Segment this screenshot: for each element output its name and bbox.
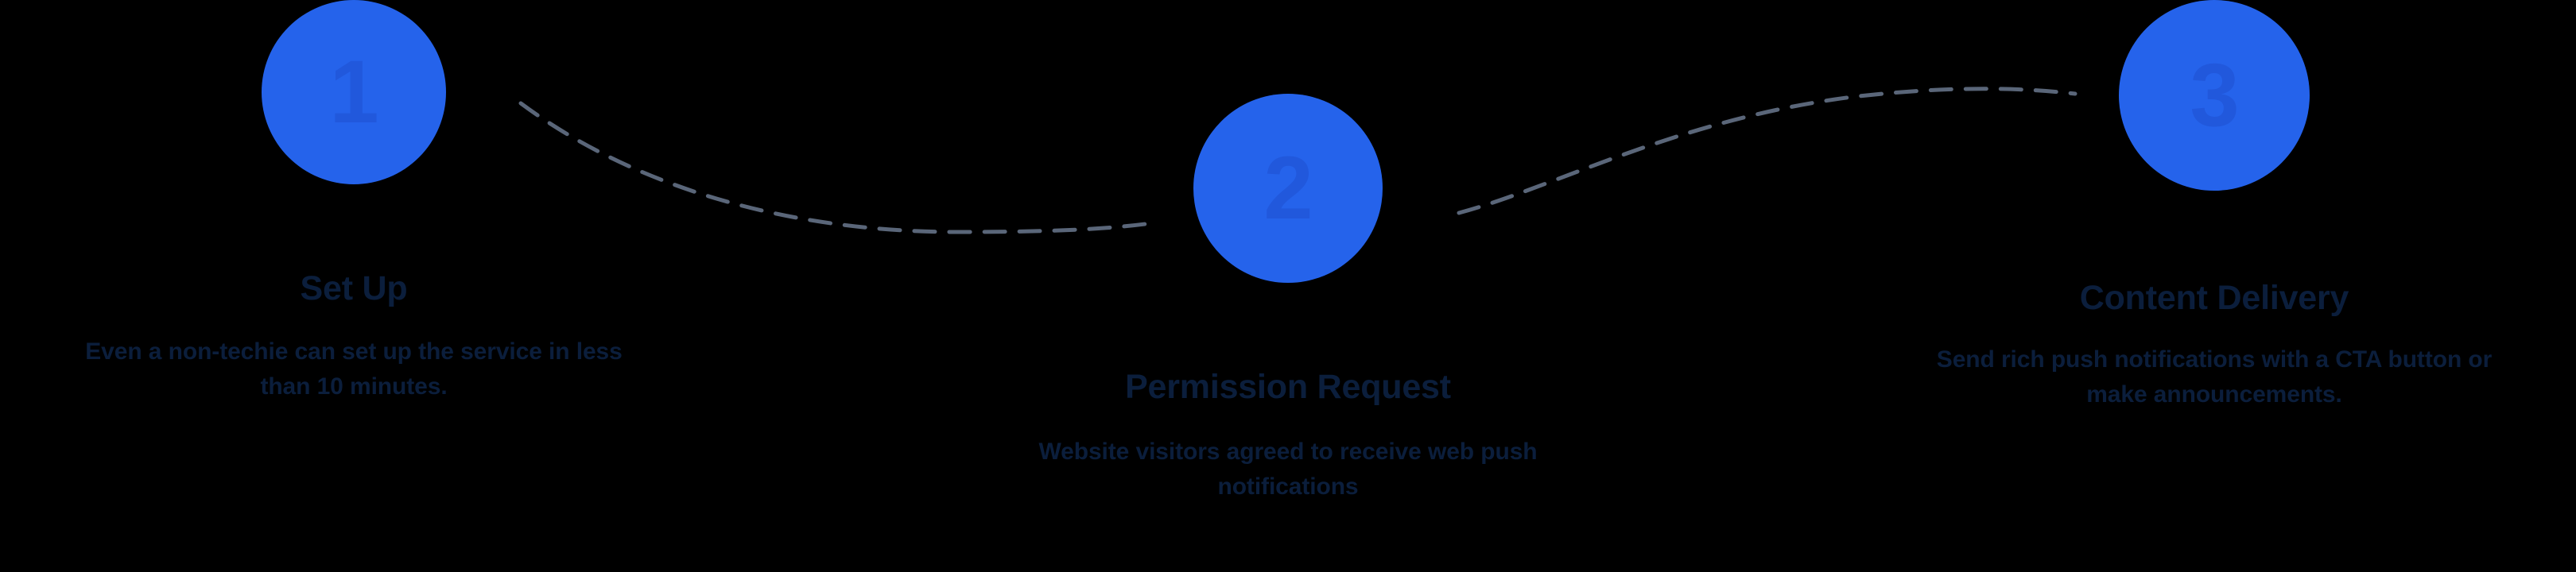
step-1-description: Even a non-techie can set up the service… xyxy=(85,338,623,400)
process-step-3: 3 Content Delivery Send rich push notifi… xyxy=(1860,0,2568,412)
step-3-title: Content Delivery xyxy=(2079,279,2349,317)
step-1-number: 1 xyxy=(329,42,378,141)
step-1-title: Set Up xyxy=(300,269,408,307)
process-step-2: 2 Permission Request Website visitors ag… xyxy=(934,94,1642,504)
connector-step1-to-step2-path xyxy=(518,101,1159,234)
step-2-number: 2 xyxy=(1263,138,1313,238)
step-2-circle-badge: 2 xyxy=(1193,94,1383,283)
connector-step2-to-step3-path xyxy=(1457,87,2077,215)
step-3-number: 3 xyxy=(2190,45,2239,145)
step-3-description: Send rich push notifications with a CTA … xyxy=(1936,346,2493,408)
step-2-description: Website visitors agreed to receive web p… xyxy=(1038,439,1538,500)
step-3-circle-badge: 3 xyxy=(2119,0,2310,191)
step-2-title: Permission Request xyxy=(1125,368,1451,406)
process-step-1: 1 Set Up Even a non-techie can set up th… xyxy=(0,0,708,404)
step-1-circle-badge: 1 xyxy=(262,0,446,184)
